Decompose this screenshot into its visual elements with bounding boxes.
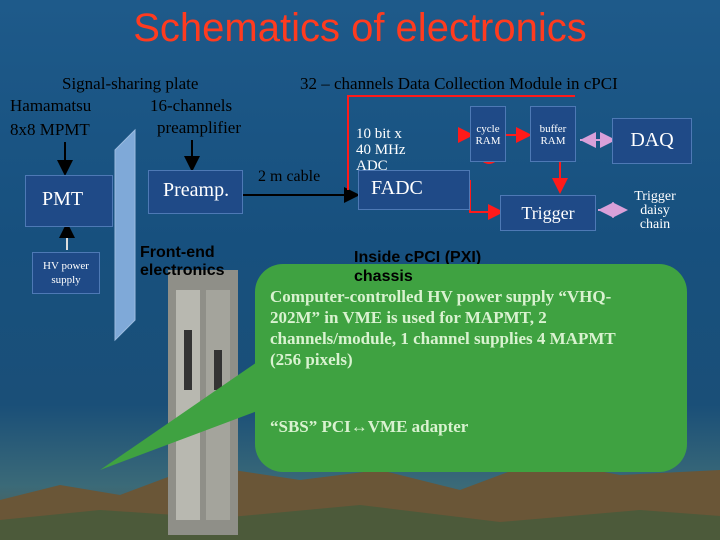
adc-line1: 10 bit x (356, 126, 402, 142)
callout-main-text: Computer-controlled HV power supply “VHQ… (270, 287, 616, 369)
adc-line3: ADC (356, 158, 388, 174)
hv-supply-box: HV power supply (32, 252, 100, 294)
daq-box: DAQ (612, 118, 692, 164)
pmt-label: PMT (42, 188, 84, 210)
module-title: 32 – channels Data Collection Module in … (300, 74, 618, 93)
trigger-box: Trigger (500, 195, 596, 231)
adc-line2: 40 MHz (356, 142, 406, 158)
page-title: Schematics of electronics (133, 6, 587, 50)
signal-sharing-plate-label: Signal-sharing plate (62, 74, 199, 93)
preamplifier-label: preamplifier (157, 118, 242, 137)
callout-tail (100, 360, 260, 470)
daisy-chain-label: Trigger daisy chain (634, 189, 676, 232)
callout-sbs-text: “SBS” PCI↔VME adapter (270, 417, 469, 436)
channels16-label: 16-channels (150, 96, 233, 115)
fadc-label: FADC (371, 177, 423, 199)
fadc-box: FADC (358, 170, 470, 210)
mpmt-label: 8x8 MPMT (10, 120, 90, 139)
daq-label: DAQ (630, 129, 674, 151)
preamp-box: Preamp. (148, 170, 243, 214)
cycle-ram-box: cycle RAM (470, 106, 506, 162)
trigger-label: Trigger (521, 203, 575, 223)
hv-callout (255, 264, 687, 472)
preamp-label: Preamp. (163, 179, 230, 201)
hv-label: HV power supply (43, 260, 89, 286)
chassis-label: chassis (354, 268, 413, 285)
cycle-ram-label: cycle RAM (475, 123, 501, 147)
cable-label: 2 m cable (258, 168, 321, 185)
buffer-ram-box: buffer RAM (530, 106, 576, 162)
buffer-ram-label: buffer RAM (539, 123, 567, 147)
frontend-label: Front-end electronics (140, 244, 225, 279)
inside-pci-label: Inside cPCI (PXI) (354, 249, 482, 266)
pmt-box: PMT (25, 175, 113, 227)
hamamatsu-label: Hamamatsu (10, 96, 92, 115)
